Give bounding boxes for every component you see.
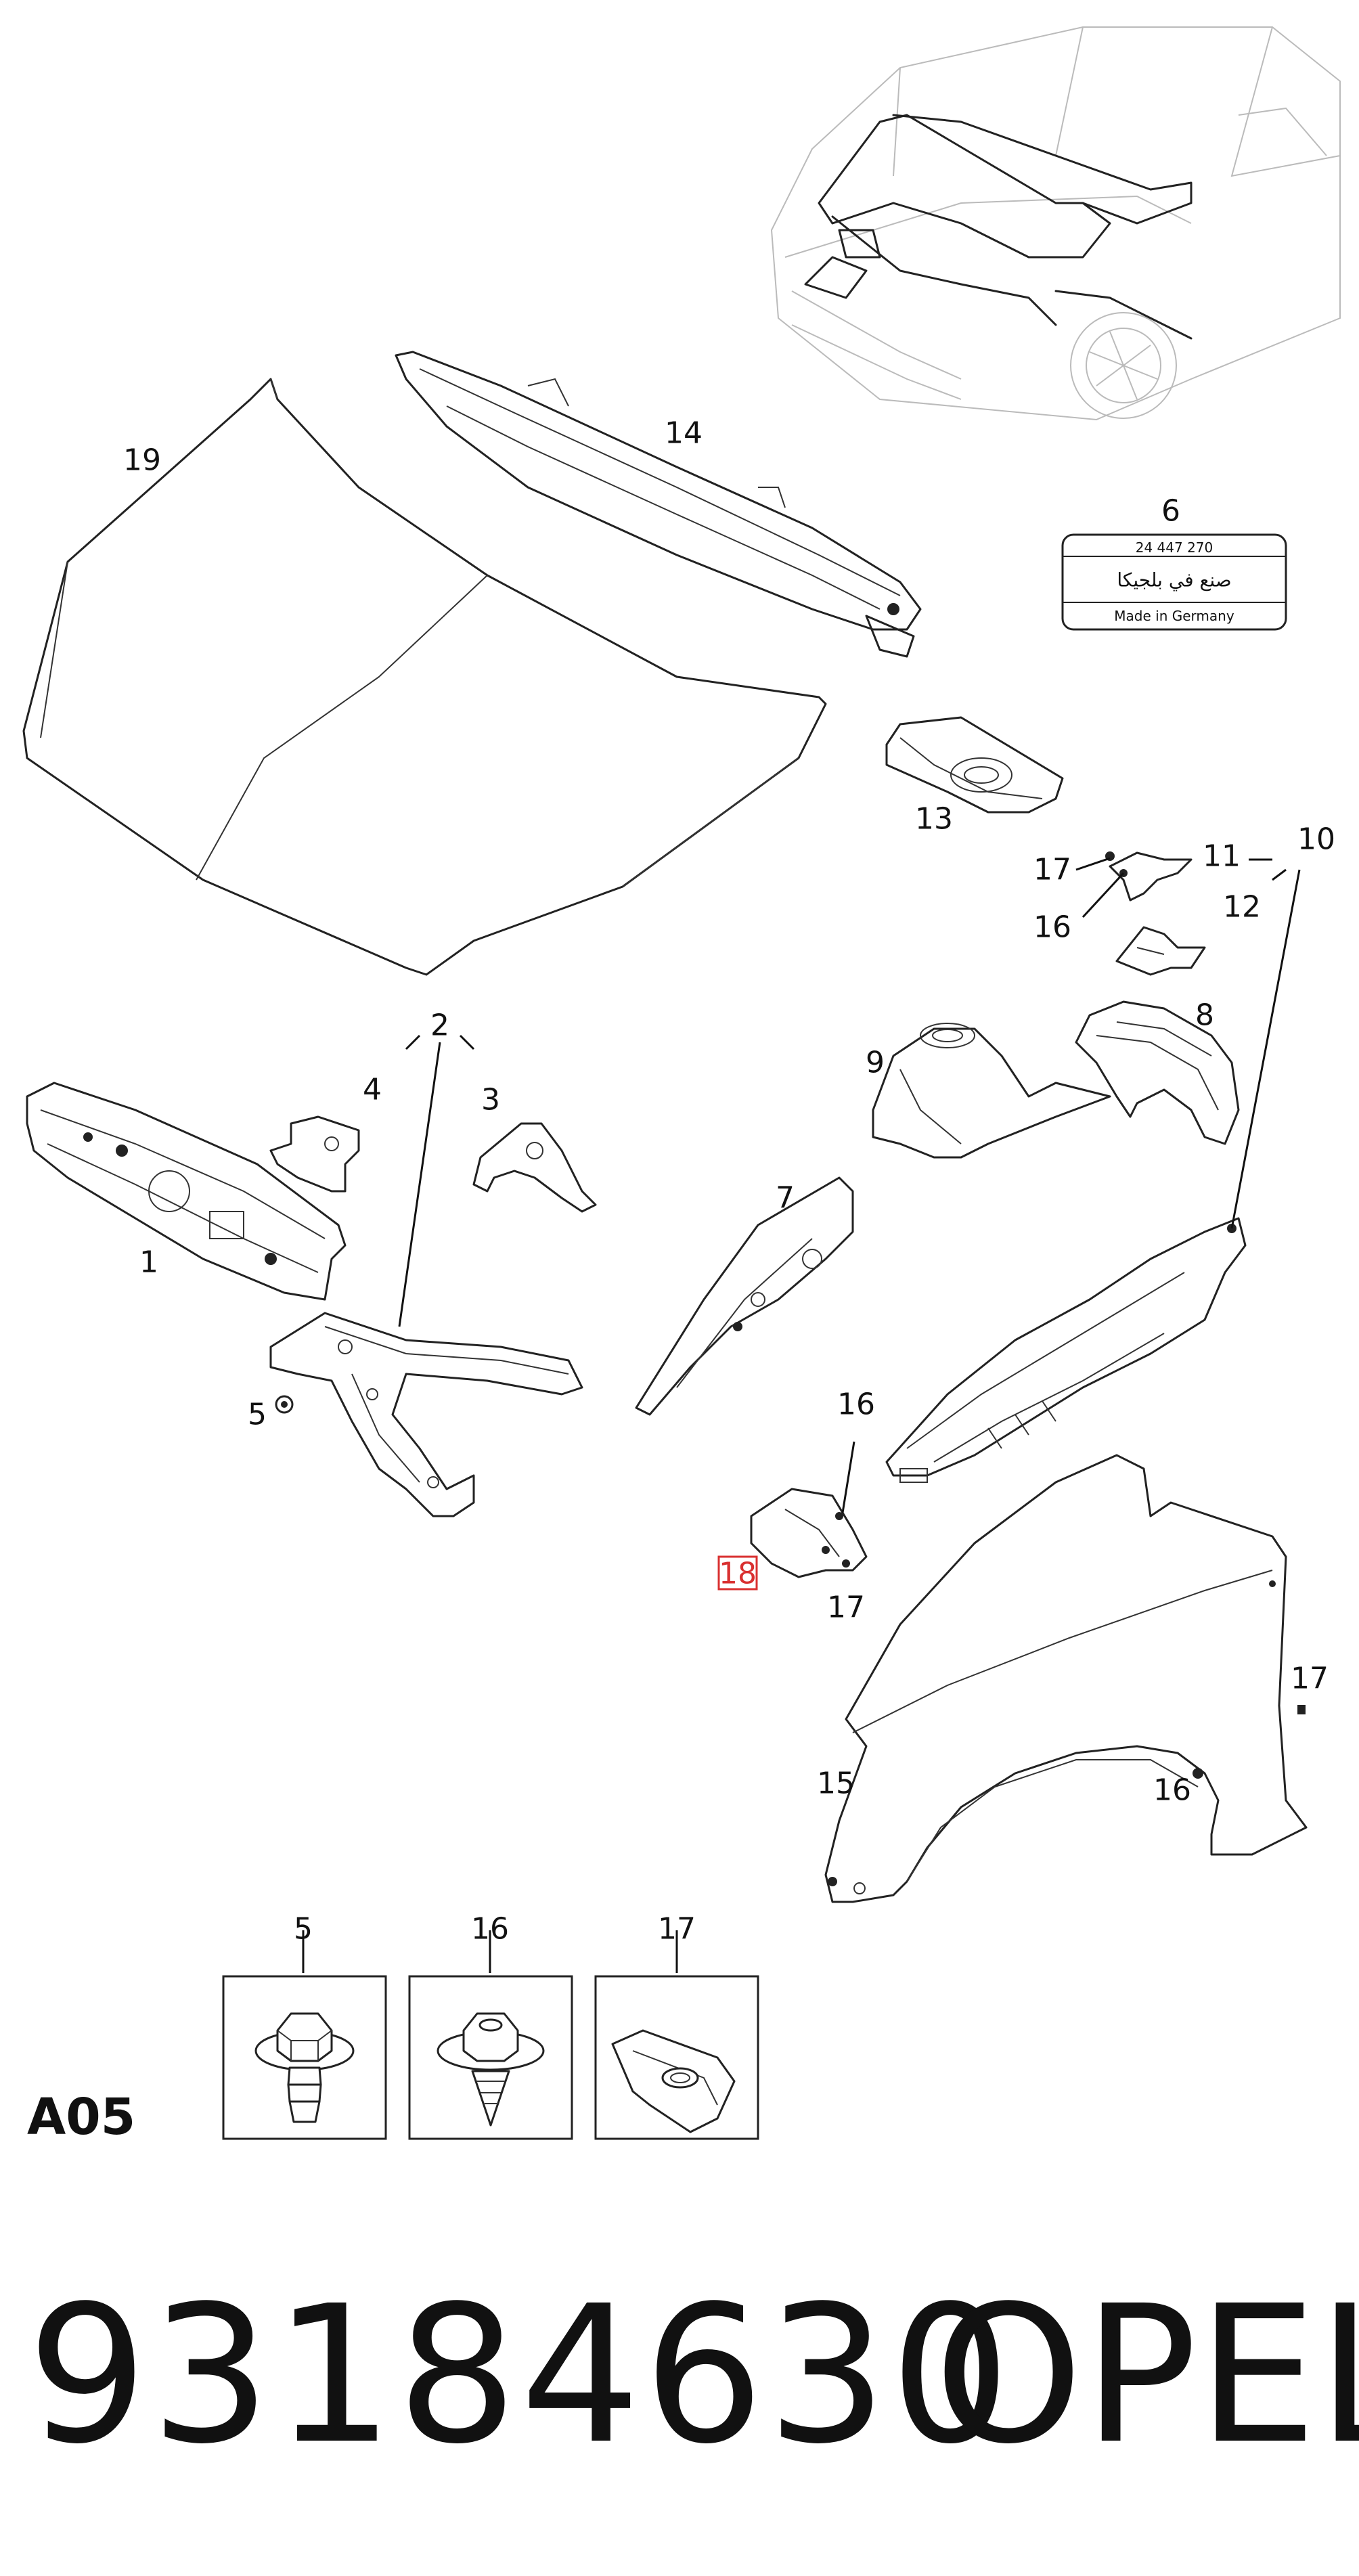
label-16-mid: 16 xyxy=(837,1387,875,1422)
part-cowl-panel xyxy=(395,351,922,658)
label-6: 6 xyxy=(1161,494,1180,529)
label-9: 9 xyxy=(866,1046,885,1080)
leader-lines xyxy=(302,857,1301,1973)
label-4: 4 xyxy=(363,1073,382,1107)
fastener-5-label: 5 xyxy=(294,1912,313,1947)
part-4-bracket xyxy=(269,1115,360,1193)
part-1-front-panel xyxy=(26,1082,347,1301)
part-11-bracket xyxy=(1109,851,1193,902)
pointed-screw-icon xyxy=(437,2012,545,2127)
label-17-right: 17 xyxy=(1291,1662,1329,1696)
label-17-mid: 17 xyxy=(827,1591,865,1625)
car-overview-illustration xyxy=(770,26,1341,421)
label-10: 10 xyxy=(1297,822,1335,857)
part-18-reinforcement xyxy=(750,1488,868,1578)
part-8-wheelhouse-liner xyxy=(1075,1000,1240,1145)
part-2-front-support xyxy=(269,1312,583,1517)
label-14: 14 xyxy=(665,416,703,451)
label-18: 18 xyxy=(719,1557,757,1591)
part-3-bracket xyxy=(472,1122,597,1213)
label-7: 7 xyxy=(776,1181,795,1216)
sticker-origin-text: Made in Germany xyxy=(1114,608,1234,624)
label-3: 3 xyxy=(481,1083,500,1117)
part-id-sticker: 24 447 270 صنع في بلجيكا Made in Germany xyxy=(1061,533,1287,631)
part-9-strut-tower xyxy=(872,1023,1111,1159)
label-13: 13 xyxy=(915,802,953,837)
label-11: 11 xyxy=(1203,839,1241,874)
part-13-panel xyxy=(885,716,1064,814)
callout-labels: 19 14 6 13 17 11 10 16 12 8 9 2 4 3 7 1 … xyxy=(123,416,1335,1808)
fastener-legend: 5 16 17 xyxy=(222,1912,759,2140)
part-15-fender xyxy=(824,1454,1308,1903)
fastener-17-label: 17 xyxy=(658,1912,696,1947)
part-5-bolt xyxy=(275,1395,294,1414)
label-2: 2 xyxy=(430,1008,449,1043)
label-15: 15 xyxy=(817,1767,855,1801)
part-number: 93184630 xyxy=(27,2265,1014,2486)
label-16-fender: 16 xyxy=(1153,1773,1191,1808)
label-17-top: 17 xyxy=(1033,853,1071,887)
brand-name: OPEL xyxy=(934,2265,1359,2486)
label-19: 19 xyxy=(123,443,161,478)
label-8: 8 xyxy=(1195,998,1214,1033)
sticker-number-text: 24 447 270 xyxy=(1136,539,1213,556)
sticker-arabic-text: صنع في بلجيكا xyxy=(1117,569,1231,592)
fastener-markers xyxy=(835,851,1306,1779)
section-code: A05 xyxy=(27,2088,136,2146)
part-12-bracket xyxy=(1115,926,1206,976)
part-10-side-member xyxy=(885,1217,1247,1483)
fastener-16-label: 16 xyxy=(471,1912,509,1947)
bolt-icon xyxy=(254,2012,355,2123)
highlight-box-18 xyxy=(717,1555,758,1591)
label-1: 1 xyxy=(139,1245,158,1280)
label-16-top: 16 xyxy=(1033,910,1071,945)
part-hood xyxy=(22,378,827,976)
label-5: 5 xyxy=(248,1398,267,1432)
clip-nut-icon xyxy=(611,2029,736,2133)
part-7-inner-panel xyxy=(635,1176,854,1416)
label-12: 12 xyxy=(1223,890,1261,925)
